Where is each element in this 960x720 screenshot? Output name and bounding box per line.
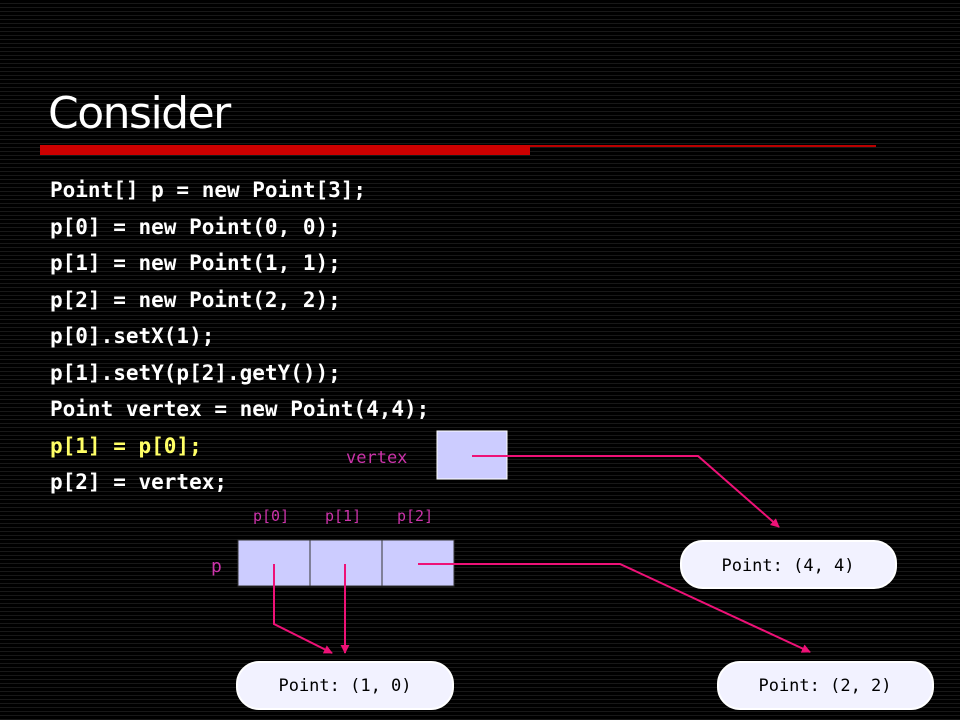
slide-title: Consider <box>48 88 231 139</box>
title-underline-thin <box>530 145 876 147</box>
code-line: p[2] = vertex; <box>50 470 228 494</box>
code-line: Point[] p = new Point[3]; <box>50 178 367 202</box>
code-line: p[2] = new Point(2, 2); <box>50 287 341 312</box>
object-point-a-text: Point: (1, 0) <box>278 676 411 696</box>
title-underline-thick <box>40 145 530 155</box>
arrow-p0-to-point-a <box>273 564 333 654</box>
code-line: Point vertex = new Point(4,4); <box>50 397 430 421</box>
arrow-p2-to-point-b <box>418 563 811 653</box>
code-line: p[0].setX(1); <box>50 324 215 348</box>
index-label-p2: p[2] <box>397 507 433 525</box>
object-point-b <box>717 661 934 710</box>
object-vertex-point <box>680 540 897 589</box>
object-vertex-point-text: Point: (4, 4) <box>721 556 854 576</box>
code-line: p[1].setY(p[2].getY()); <box>50 360 341 385</box>
index-label-p0: p[0] <box>253 507 289 525</box>
code-listing: Point[] p = new Point[3]; p[0] = new Poi… <box>50 172 429 501</box>
code-line: p[1] = p[0]; <box>50 433 202 458</box>
index-label-p1: p[1] <box>325 507 361 525</box>
array-label: p <box>211 556 222 577</box>
object-point-b-text: Point: (2, 2) <box>758 676 891 696</box>
object-point-a <box>236 661 454 710</box>
vertex-label: vertex <box>346 448 407 468</box>
code-line: p[1] = new Point(1, 1); <box>50 251 341 275</box>
code-line: p[0] = new Point(0, 0); <box>50 214 341 239</box>
arrow-vertex-to-point <box>472 455 780 528</box>
